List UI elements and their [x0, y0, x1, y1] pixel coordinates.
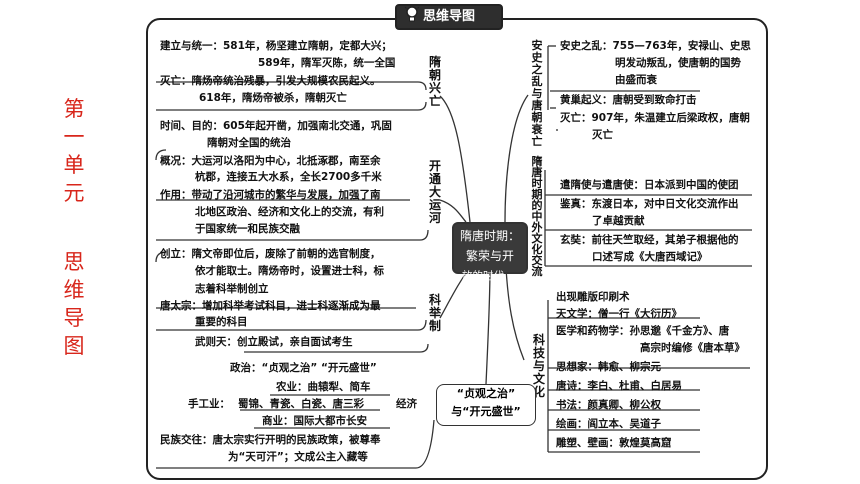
decline-huangchao: 黄巢起义：唐朝受到致命打击 — [560, 94, 697, 106]
prosperity-node: “贞观之治” 与“开元盛世” — [436, 384, 536, 426]
prosper-commerce: 商业：国际大都市长安 — [262, 415, 367, 427]
tech-branch-label: 科技与文化 — [532, 333, 545, 399]
sui-fall-1: 灭亡：隋炀帝统治残暴，引发大规模农民起义。 — [160, 75, 381, 87]
canal-branch-label: 开通大运河 — [428, 159, 441, 225]
prosperity-line-2: 与“开元盛世” — [451, 405, 521, 418]
decline-branch-label: 安史之乱与唐朝衰亡 — [531, 39, 543, 148]
sui-branch-label: 隋朝兴亡 — [428, 55, 441, 108]
decline-anshi-1: 安史之乱：755—763年，安禄山、史思 — [560, 40, 751, 52]
center-line-3: 放的时代 — [462, 270, 504, 282]
prosper-econ: 经济 — [396, 398, 417, 410]
sui-fall-2: 618年，隋炀帝被杀，隋朝灭亡 — [199, 92, 347, 104]
exchange-jianzhen-1: 鉴真：东渡日本，对中日文化交流作出 — [560, 198, 739, 210]
page-title: 思维导图 — [395, 4, 503, 30]
exam-founding-3: 志着科举制创立 — [195, 283, 269, 295]
decline-fall-1: 灭亡：907年，朱温建立后梁政权，唐朝 — [560, 112, 750, 124]
prosper-ethnic-2: 为“天可汗”；文成公主入藏等 — [228, 451, 368, 463]
unit-label: 第一单元 — [63, 97, 85, 205]
exchange-envoys: 遣隋使与遣唐使：日本派到中国的使团 — [560, 179, 739, 191]
canal-effect-3: 于国家统一和民族交融 — [195, 223, 300, 235]
mindmap-label: 思维导图 — [63, 250, 85, 358]
sui-founding-1: 建立与统一：581年，杨坚建立隋朝，定都大兴； — [160, 40, 392, 52]
tech-calligraphy: 书法：颜真卿、柳公权 — [556, 399, 661, 411]
exchange-xuanzang-2: 口述写成《大唐西域记》 — [592, 251, 708, 263]
prosper-politics: 政治：“贞观之治” “开元盛世” — [230, 362, 377, 374]
exchange-jianzhen-2: 了卓越贡献 — [592, 215, 645, 227]
tech-sculpture: 雕塑、壁画：敦煌莫高窟 — [556, 437, 672, 449]
sui-founding-2: 589年，隋军灭陈，统一全国 — [258, 57, 396, 69]
tech-medicine-1: 医学和药物学：孙思邈《千金方》、唐 — [556, 325, 730, 337]
canal-time-1: 时间、目的：605年起开凿，加强南北交通，巩固 — [160, 120, 392, 132]
tech-printing: 出现雕版印刷术 — [556, 291, 630, 303]
lightbulb-icon — [404, 4, 420, 22]
canal-effect-1: 作用：带动了沿河城市的繁华与发展，加强了南 — [160, 189, 381, 201]
exam-taizong-1: 唐太宗：增加科举考试科目，进士科逐渐成为最 — [160, 300, 381, 312]
decline-anshi-2: 明发动叛乱，使唐朝的国势 — [615, 57, 741, 69]
canal-overview-2: 杭郡，连接五大水系，全长2700多千米 — [195, 171, 382, 183]
exam-taizong-2: 重要的科目 — [195, 316, 248, 328]
tech-medicine-2: 高宗时编修《唐本草》 — [640, 342, 745, 354]
tech-astronomy: 天文学：僧一行《大衍历》 — [556, 308, 682, 320]
center-line-2: 繁荣与开 — [465, 249, 514, 263]
tech-thinkers: 思想家：韩愈、柳宗元 — [556, 361, 661, 373]
center-line-1: 隋唐时期： — [459, 229, 520, 243]
exam-branch-label: 科举制 — [428, 293, 441, 333]
prosper-craft: 蜀锦、青瓷、白瓷、唐三彩 — [238, 398, 364, 410]
canal-overview-1: 概况：大运河以洛阳为中心，北抵涿郡，南至余 — [160, 155, 381, 167]
decline-anshi-3: 由盛而衰 — [615, 74, 657, 86]
exam-wuzetian: 武则天：创立殿试，亲自面试考生 — [195, 336, 353, 348]
exchange-branch-label: 隋唐时期的中外文化交流 — [531, 155, 543, 278]
prosper-farm: 农业：曲辕犁、简车 — [276, 381, 371, 393]
exam-founding-1: 创立：隋文帝即位后，废除了前朝的选官制度， — [160, 248, 381, 260]
prosper-craft-label: 手工业： — [188, 398, 230, 410]
canal-effect-2: 北地区政治、经济和文化上的交流，有利 — [195, 206, 384, 218]
exam-founding-2: 依才能取士。隋炀帝时，设置进士科，标 — [195, 265, 384, 277]
exchange-xuanzang-1: 玄奘：前往天竺取经，其弟子根据他的 — [560, 234, 739, 246]
tech-poetry: 唐诗：李白、杜甫、白居易 — [556, 380, 682, 392]
tech-painting: 绘画：阎立本、吴道子 — [556, 418, 661, 430]
prosper-ethnic-1: 民族交往：唐太宗实行开明的民族政策，被尊奉 — [160, 434, 381, 446]
center-node: 隋唐时期： 繁荣与开 — [452, 222, 528, 274]
canal-time-2: 隋朝对全国的统治 — [207, 137, 291, 149]
prosperity-line-1: “贞观之治” — [456, 387, 516, 400]
decline-fall-2: 灭亡 — [592, 129, 613, 141]
